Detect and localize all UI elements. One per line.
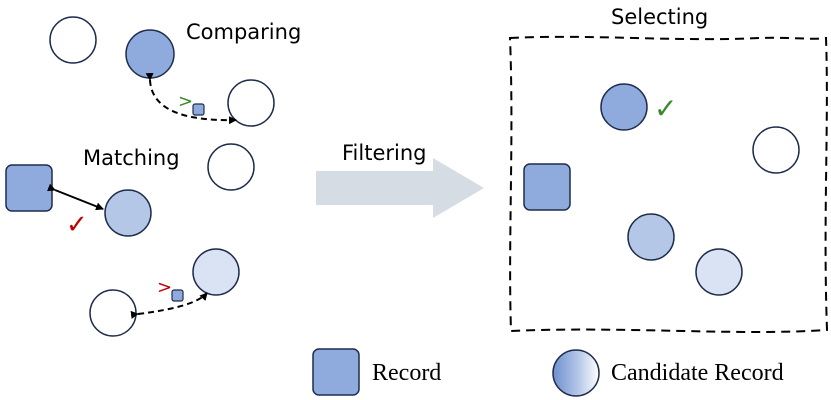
candidate-empty-circle bbox=[752, 126, 800, 174]
match-connector bbox=[47, 183, 104, 211]
comparing-label: Comparing bbox=[186, 20, 301, 44]
filtering-arrow-group: Filtering bbox=[316, 141, 484, 218]
filtering-arrow bbox=[316, 158, 484, 218]
record-mini-square bbox=[192, 103, 205, 116]
bottom-compare-group: > bbox=[89, 248, 240, 337]
record-square bbox=[523, 163, 571, 211]
candidate-empty-circle bbox=[49, 16, 97, 64]
compare-connector bbox=[145, 72, 237, 125]
legend-record-label: Record bbox=[372, 360, 441, 386]
selecting-group: Selecting ✓ bbox=[508, 5, 829, 333]
legend-candidate-label: Candidate Record bbox=[611, 360, 784, 386]
record-mini-square bbox=[171, 289, 184, 302]
check-mark-green: ✓ bbox=[654, 92, 677, 125]
filtering-label: Filtering bbox=[342, 141, 426, 165]
legend-candidate-icon bbox=[552, 349, 600, 397]
compare-connector bbox=[130, 292, 208, 319]
matching-label: Matching bbox=[83, 146, 180, 170]
candidate-dark-circle bbox=[125, 29, 175, 79]
candidate-empty-circle bbox=[207, 143, 255, 191]
candidate-medium-circle bbox=[104, 189, 152, 237]
candidate-medium-circle bbox=[627, 213, 675, 261]
candidate-empty-circle bbox=[89, 289, 137, 337]
selecting-label: Selecting bbox=[611, 5, 708, 29]
candidate-light-circle bbox=[192, 248, 240, 296]
comparing-group: Comparing > bbox=[49, 16, 301, 191]
candidate-dark-circle bbox=[600, 83, 648, 131]
legend: Record Candidate Record bbox=[312, 348, 784, 397]
greater-than-mark: > bbox=[178, 91, 193, 112]
legend-record-icon bbox=[312, 348, 360, 396]
greater-than-mark: > bbox=[157, 277, 172, 298]
record-square bbox=[5, 164, 53, 212]
candidate-light-circle bbox=[695, 248, 743, 296]
check-mark-red: ✓ bbox=[66, 210, 88, 240]
matching-group: Matching ✓ bbox=[5, 146, 180, 240]
selecting-dashed-box bbox=[508, 35, 829, 333]
